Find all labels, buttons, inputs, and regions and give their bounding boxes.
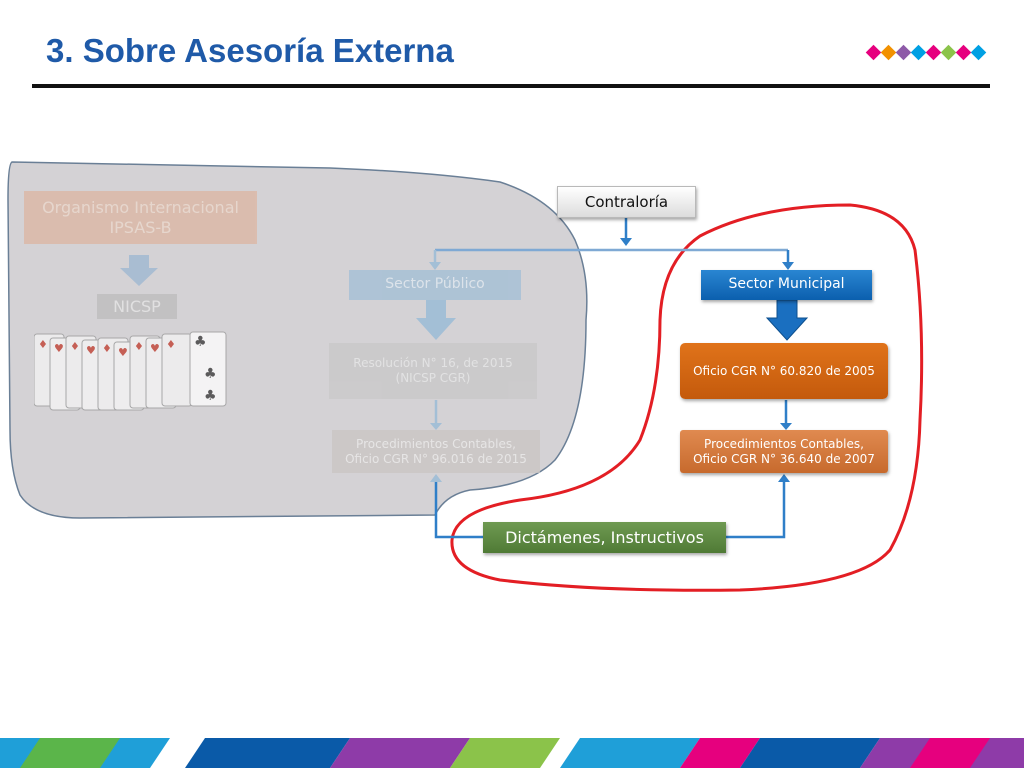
bottom-decorative-band (0, 738, 1024, 768)
svg-text:♣: ♣ (204, 388, 217, 404)
svg-text:♦: ♦ (38, 338, 48, 351)
svg-text:♦: ♦ (134, 340, 144, 353)
sector-publico-box: Sector Público (349, 270, 521, 300)
svg-text:♦: ♦ (166, 338, 176, 351)
oficio-municipal-box: Oficio CGR N° 60.820 de 2005 (680, 343, 888, 399)
playing-cards-image: ♦ ♥ ♦ ♥ ♦ ♥ ♦ ♥ ♦ ♣ ♣ ♣ (34, 331, 227, 411)
svg-text:♦: ♦ (70, 340, 80, 353)
dictamenes-box: Dictámenes, Instructivos (483, 522, 726, 553)
down-block-arrow-nicsp (120, 255, 158, 286)
svg-text:♣: ♣ (204, 366, 217, 382)
svg-text:♣: ♣ (194, 334, 207, 350)
procedimientos-municipal-box: Procedimientos Contables, Oficio CGR N° … (680, 430, 888, 473)
contraloria-box: Contraloría (557, 186, 696, 218)
svg-text:♥: ♥ (150, 342, 160, 355)
slide-title: 3. Sobre Asesoría Externa (46, 32, 454, 69)
sector-municipal-box: Sector Municipal (701, 270, 872, 300)
title-divider (32, 84, 990, 88)
svg-text:♥: ♥ (86, 344, 96, 357)
down-block-arrow-municipal (765, 299, 809, 341)
svg-text:♦: ♦ (102, 342, 112, 355)
organismo-internacional-box: Organismo Internacional IPSAS-B (24, 191, 257, 244)
down-block-arrow-publico (416, 300, 456, 340)
highlight-outline (450, 203, 924, 592)
nicsp-box: NICSP (97, 294, 177, 319)
svg-text:♥: ♥ (118, 346, 128, 359)
arrow-heads (429, 238, 794, 482)
procedimientos-publico-box: Procedimientos Contables, Oficio CGR N° … (332, 430, 540, 473)
svg-text:♥: ♥ (54, 342, 64, 355)
resolucion-box: Resolución N° 16, de 2015 (NICSP CGR) (329, 343, 537, 399)
connector-lines (433, 218, 790, 539)
